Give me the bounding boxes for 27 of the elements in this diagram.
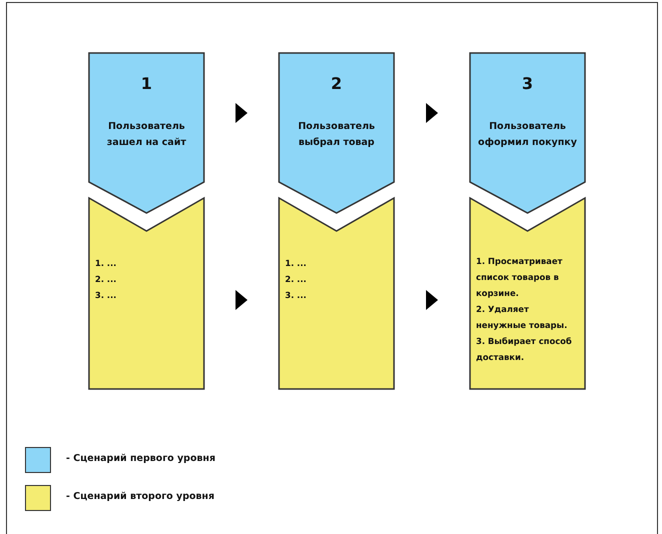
- step-number: 1: [140, 74, 154, 93]
- notched-box: [279, 198, 394, 389]
- notched-box: [89, 198, 204, 389]
- arrow: [426, 290, 438, 310]
- legend-text: - Сценарий второго уровня: [66, 491, 214, 502]
- list-item: 3. Выбирает способ доставки.: [475, 335, 573, 364]
- notched-box: [470, 198, 585, 389]
- arrow: [236, 103, 248, 123]
- list-item: 2. ...: [284, 273, 308, 286]
- step-caption: Пользователь оформил покупку: [478, 120, 578, 150]
- list-item: 2. ...: [94, 273, 118, 286]
- step-number: 3: [520, 74, 534, 93]
- chevron-shape: [470, 53, 585, 213]
- list-item: 1. Просматривает список товаров в корзине.: [475, 255, 564, 300]
- legend-text: - Сценарий первого уровня: [66, 453, 216, 464]
- arrow: [426, 103, 438, 123]
- list-item: 3. ...: [94, 289, 118, 302]
- list-item: 3. ...: [284, 289, 308, 302]
- step-caption: Пользователь выбрал товар: [297, 120, 376, 150]
- chevron-shape: [89, 53, 204, 213]
- step-number: 2: [330, 74, 344, 93]
- list-item: 2. Удаляет ненужные товары.: [475, 303, 568, 332]
- arrow: [236, 290, 248, 310]
- list-item: 1. ...: [94, 257, 118, 270]
- step-caption: Пользователь зашел на сайт: [106, 120, 188, 150]
- list-item: 1. ...: [284, 257, 308, 270]
- chevron-shape: [279, 53, 394, 213]
